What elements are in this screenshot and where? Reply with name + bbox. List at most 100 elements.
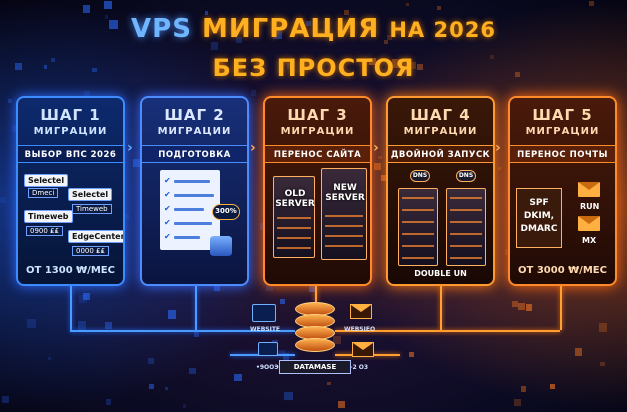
connector-line <box>440 286 442 330</box>
new-server-icon: NEW SERVER <box>321 168 367 260</box>
step-number: ШАГ 5 <box>532 106 593 124</box>
pixel-dot <box>251 90 257 96</box>
pixel-dot <box>407 31 414 37</box>
pixel-dot <box>436 5 441 10</box>
provider-tag-selectel: Selectel <box>24 174 69 187</box>
old-server-icon: OLD SERVER <box>273 176 315 258</box>
pixel-dot <box>405 3 409 7</box>
pixel-dot <box>26 318 36 328</box>
mail-records-box: SPF DKIM, DMARC <box>516 188 562 248</box>
pixel-dot <box>286 63 293 70</box>
provider-tag-timeweb: Timeweb <box>24 210 73 223</box>
connector-line <box>335 330 560 332</box>
pixel-dot <box>109 20 118 29</box>
chevron-right-icon: › <box>373 140 379 156</box>
pixel-dot <box>384 40 388 44</box>
pixel-dot <box>373 162 382 171</box>
pixel-dot <box>282 353 290 360</box>
title-main: МИГРАЦИЯ <box>202 14 380 44</box>
step-footer: DOUBLE UN <box>414 269 467 278</box>
provider-tag-edgecenter: EdgeCenter <box>68 230 123 243</box>
step-card-2: ШАГ 2 МИГРАЦИИ ПОДГОТОВКА ✔ ✔ ✔ ✔ ✔ 300% <box>140 96 249 286</box>
mail-icon <box>352 342 374 357</box>
mail-icon <box>350 304 372 319</box>
connector-line <box>560 286 562 330</box>
page-subtitle: БЕЗ ПРОСТОЯ <box>212 54 415 82</box>
pixel-dot <box>514 72 520 78</box>
pixel-dot <box>124 213 129 219</box>
envelope-icon <box>578 216 600 231</box>
mx-label: MX <box>582 236 597 245</box>
pixel-dot <box>284 391 293 400</box>
pixel-dot <box>416 63 423 71</box>
step-number: ШАГ 1 <box>40 106 101 124</box>
pixel-dot <box>204 11 209 15</box>
dmarc-label: DMARC <box>520 224 558 234</box>
pixel-dot <box>386 34 393 41</box>
pixel-dot <box>103 1 112 10</box>
old-server-label: OLD SERVER <box>275 189 315 209</box>
pixel-dot <box>47 356 52 361</box>
pixel-dot <box>84 90 90 97</box>
server-rack-icon <box>446 188 486 266</box>
step-label: ПОДГОТОВКА <box>142 145 247 163</box>
pixel-dot <box>327 381 331 386</box>
pixel-dot <box>490 55 495 60</box>
pixel-dot <box>278 349 285 356</box>
pixel-dot <box>234 373 242 382</box>
pixel-dot <box>43 65 48 69</box>
connector-line <box>70 330 295 332</box>
pixel-dot <box>104 15 109 19</box>
dns-badge: DNS <box>410 170 430 182</box>
pixel-dot <box>210 42 218 50</box>
pixel-dot <box>378 155 382 160</box>
pixel-dot <box>147 358 154 364</box>
chevron-right-icon: › <box>127 140 133 156</box>
step-price: ОТ 1300 ₩/МЕС <box>26 265 115 276</box>
pixel-dot <box>272 30 282 40</box>
run-label: RUN <box>580 202 600 211</box>
pixel-dot <box>149 384 154 389</box>
progress-badge: 300% <box>212 204 240 220</box>
pixel-dot <box>133 159 141 167</box>
pixel-dot <box>392 59 401 68</box>
title-vps: VPS <box>131 14 192 44</box>
pixel-dot <box>8 99 13 104</box>
server-rack-icon <box>398 188 438 266</box>
dns-badge: DNS <box>456 170 476 182</box>
step-label: ПЕРЕНОС ПОЧТЫ <box>510 145 615 163</box>
pixel-dot <box>337 400 345 408</box>
pixel-dot <box>92 67 97 73</box>
pixel-dot <box>279 299 285 305</box>
pixel-dot <box>333 336 342 345</box>
device-icon <box>258 342 278 356</box>
bottom-left-label: •9OOЭ <box>256 364 279 371</box>
pixel-dot <box>369 58 377 66</box>
pixel-dot <box>265 283 274 292</box>
connector-line <box>195 286 197 330</box>
step-label: ВЫБОР ВПС 2026 <box>18 145 123 163</box>
pixel-dot <box>105 322 112 329</box>
new-server-label: NEW SERVER <box>325 183 365 203</box>
step-number: ШАГ 3 <box>287 106 348 124</box>
step-card-1: ШАГ 1 МИГРАЦИИ ВЫБОР ВПС 2026 Selectel D… <box>16 96 125 286</box>
step-number: ШАГ 2 <box>164 106 225 124</box>
database-label: DATAMASE <box>279 360 351 374</box>
monitor-icon <box>252 304 276 322</box>
pixel-dot <box>549 383 556 390</box>
step-card-5: ШАГ 5 МИГРАЦИИ ПЕРЕНОС ПОЧТЫ SPF DKIM, D… <box>508 96 617 286</box>
pixel-dot <box>2 396 10 403</box>
envelope-icon <box>578 182 600 197</box>
spf-label: SPF <box>529 198 549 208</box>
step-price: ОТ 3000 ₩/МЕС <box>518 265 607 276</box>
chevron-right-icon: › <box>495 140 501 156</box>
chevron-right-icon: › <box>250 140 256 156</box>
pixel-dot <box>214 285 221 292</box>
pixel-dot <box>11 125 19 133</box>
step-card-3: ШАГ 3 МИГРАЦИИ ПЕРЕНОС САЙТА OLD SERVER … <box>263 96 372 286</box>
pixel-dot <box>193 330 200 337</box>
pixel-dot <box>408 62 416 70</box>
pixel-dot <box>189 367 196 375</box>
connector-line <box>70 286 72 330</box>
pixel-dot <box>497 166 502 171</box>
